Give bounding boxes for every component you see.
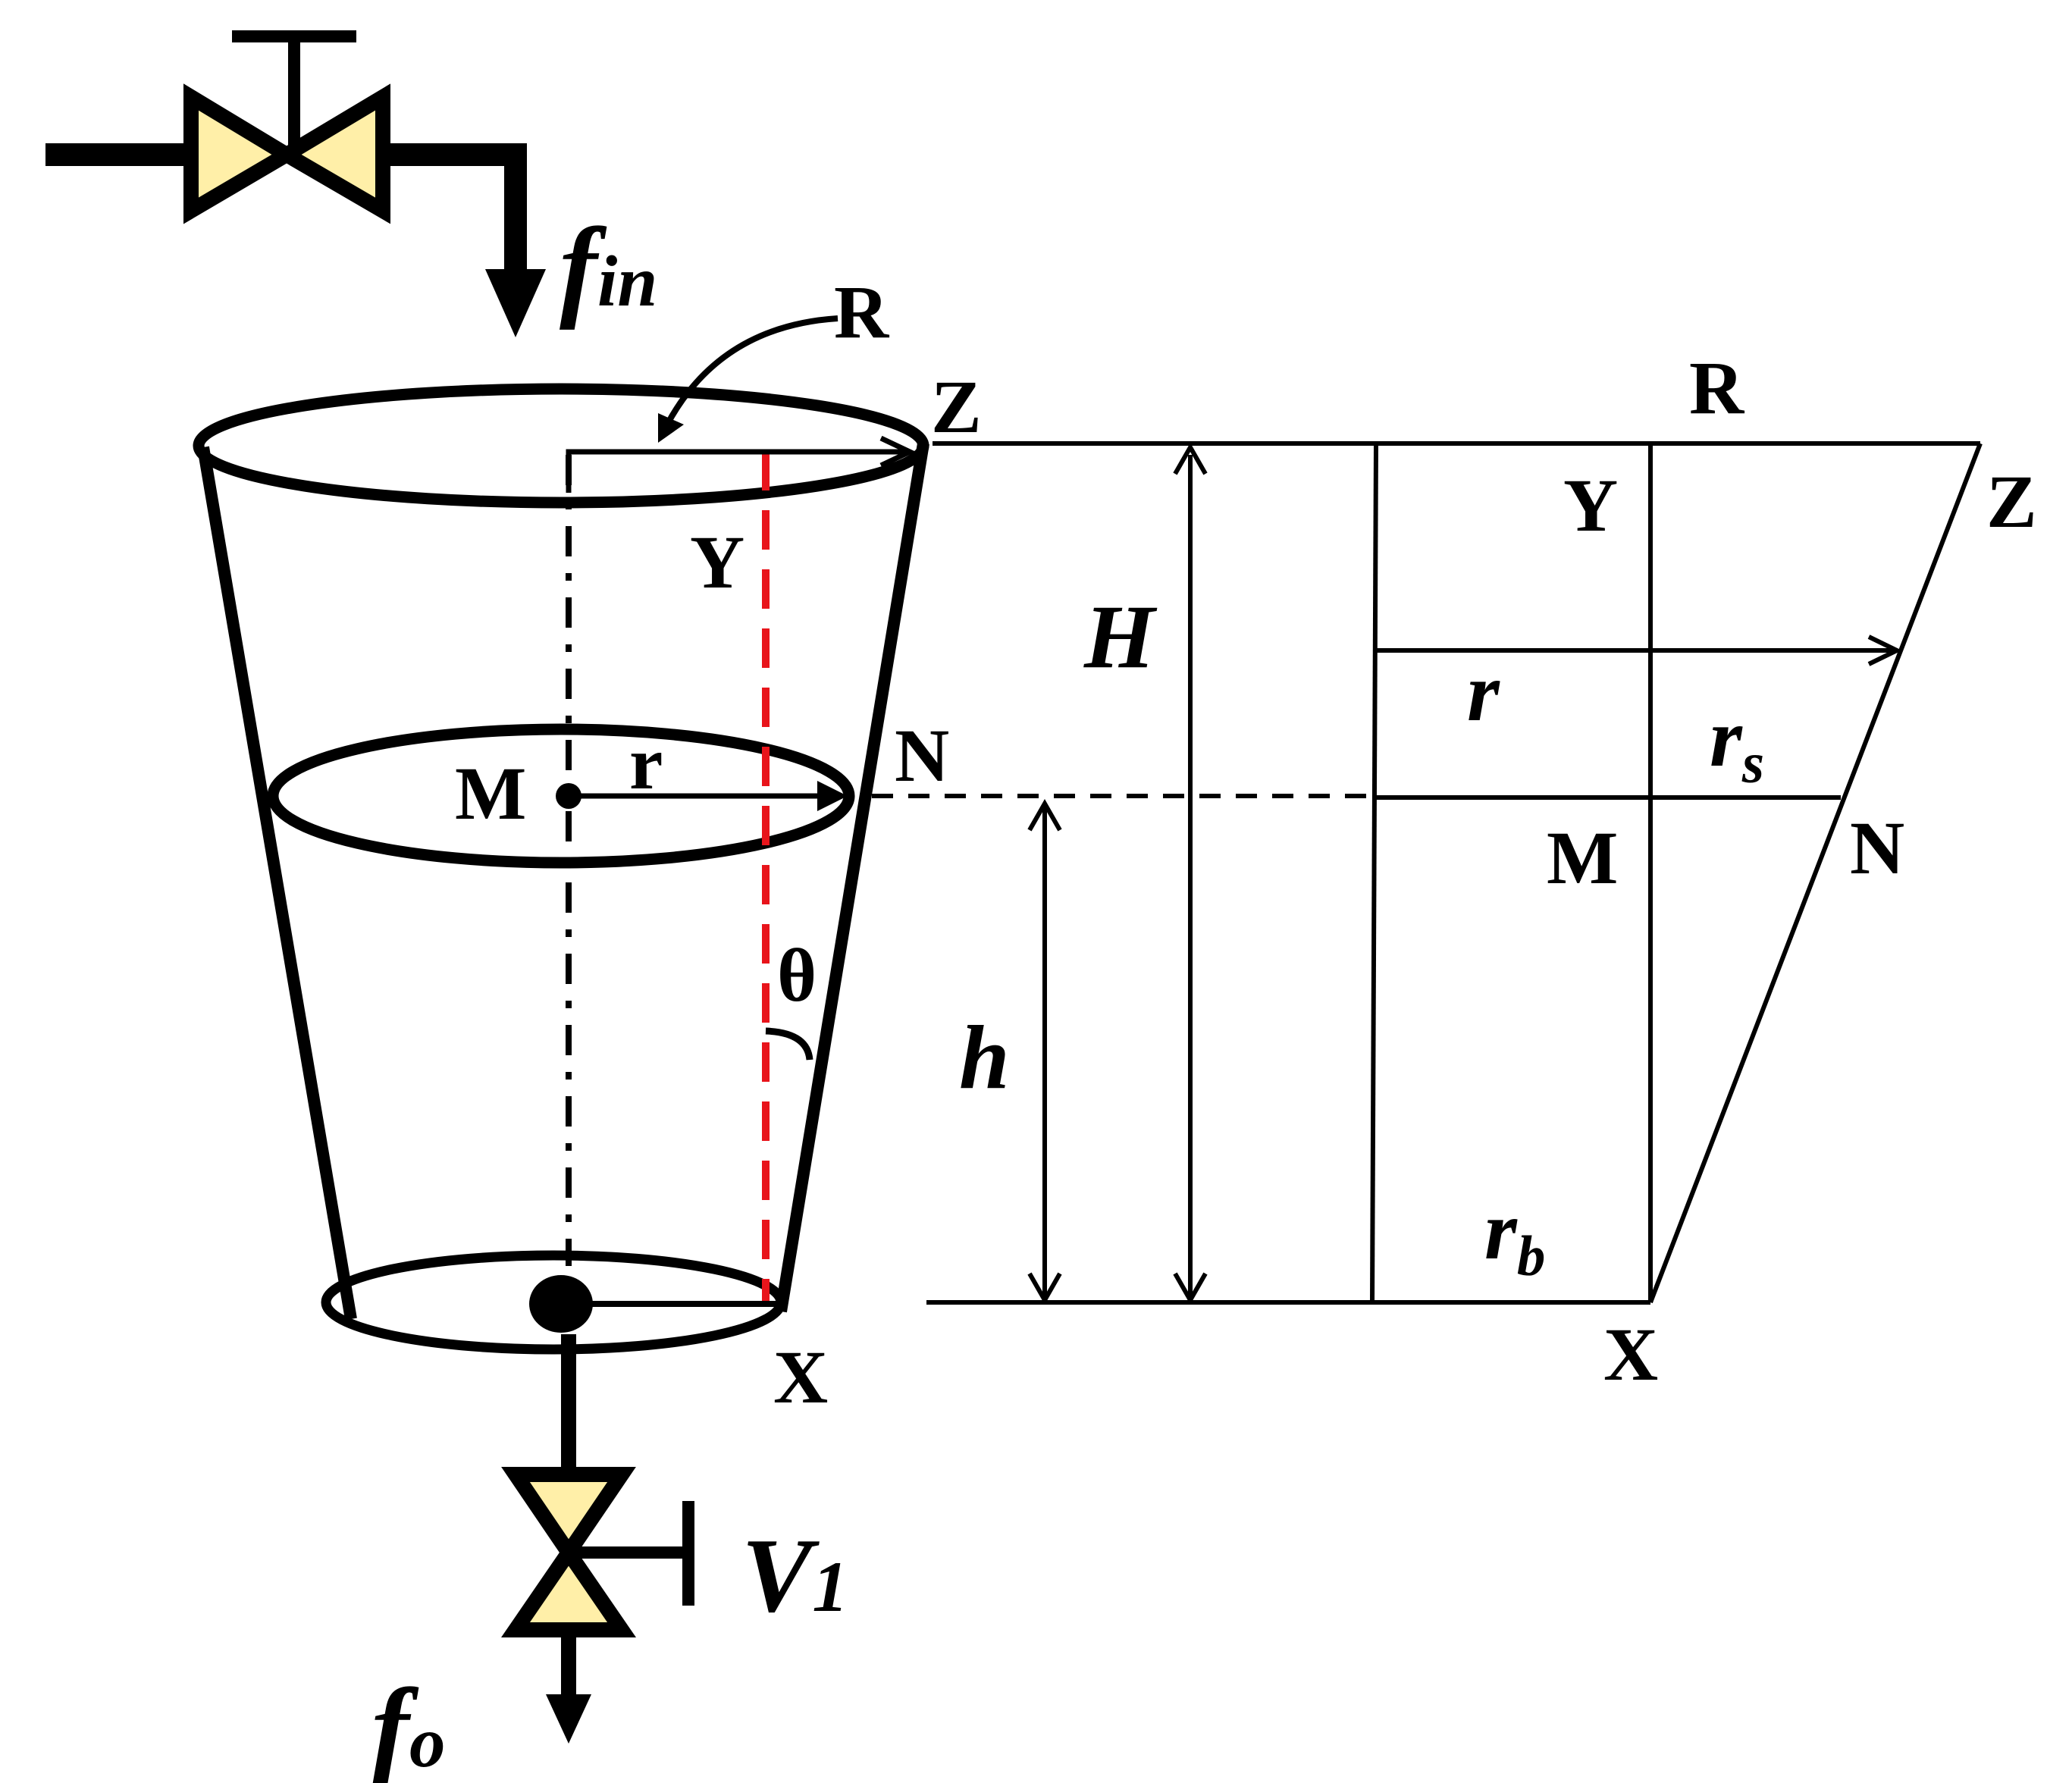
outlet-pipe xyxy=(546,1334,591,1744)
section-label-N: N xyxy=(1850,806,1904,890)
section-label-Z: Z xyxy=(1986,459,2037,544)
cross-section xyxy=(926,441,1983,1305)
section-label-rb: rb xyxy=(1484,1184,1545,1288)
tank-bottom-ellipse xyxy=(321,1250,786,1355)
tank-label-R: R xyxy=(834,270,890,354)
tank-label-Y: Y xyxy=(690,520,744,604)
section-left-wall xyxy=(1370,443,1378,1303)
section-label-r: r xyxy=(1467,646,1500,738)
tank-label-theta: θ xyxy=(777,933,817,1017)
inlet-valve xyxy=(183,30,390,224)
tank-label-M: M xyxy=(455,751,526,835)
tank-left-wall xyxy=(197,446,357,1321)
section-label-rs: rs xyxy=(1710,691,1764,795)
height-dimension-H xyxy=(1173,442,1208,1305)
label-h: h xyxy=(959,1007,1010,1108)
liquid-surface-ellipse xyxy=(267,723,855,869)
flow-in-label: fin xyxy=(560,205,657,331)
height-dimension-h xyxy=(1027,798,1062,1305)
tank-right-wall xyxy=(775,442,929,1313)
valve-out-label: V1 xyxy=(741,1517,848,1634)
flow-out-label: fo xyxy=(371,1665,445,1783)
section-label-M: M xyxy=(1547,816,1618,900)
section-label-R: R xyxy=(1689,346,1745,430)
top-radius-arrow xyxy=(566,449,904,493)
tank xyxy=(193,315,1372,1355)
section-label-Y: Y xyxy=(1563,463,1618,547)
outlet-valve xyxy=(501,1467,694,1637)
theta-angle-arc xyxy=(765,1027,813,1061)
tank-label-Z: Z xyxy=(931,365,982,449)
tank-label-N: N xyxy=(895,713,949,797)
tank-top-ellipse xyxy=(193,383,929,509)
tank-label-r: r xyxy=(629,721,663,805)
section-label-X: X xyxy=(1603,1312,1658,1396)
label-H: H xyxy=(1083,586,1158,687)
R-pointer-arrow xyxy=(664,315,839,426)
inlet-pipe xyxy=(45,143,546,337)
section-slant-wall xyxy=(1648,442,1983,1304)
tank-label-X: X xyxy=(773,1335,828,1419)
